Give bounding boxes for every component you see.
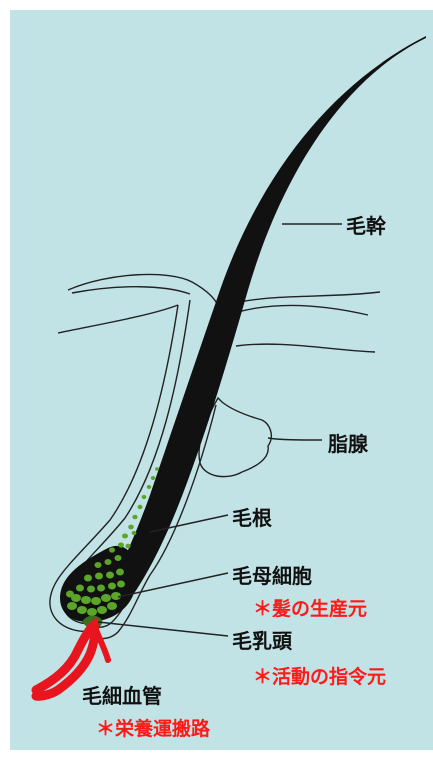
label-capillary: 毛細血管	[82, 680, 162, 709]
skin-line-5	[238, 306, 368, 315]
label-hair-root: 毛根	[232, 502, 272, 531]
skin-line-4	[240, 292, 380, 302]
label-dermal-papilla: 毛乳頭	[232, 625, 292, 654]
skin-line-2	[72, 287, 190, 294]
gland-leader-line	[268, 438, 322, 440]
note-matrix: ＊髪の生産元	[253, 594, 367, 621]
note-papilla: ＊活動の指令元	[253, 662, 386, 689]
label-shaft: 毛幹	[346, 210, 386, 239]
label-hair-matrix-cells: 毛母細胞	[232, 560, 312, 589]
skin-line-6	[236, 344, 375, 352]
papilla-leader-line	[98, 622, 228, 636]
note-capillary: ＊栄養運搬路	[96, 714, 210, 741]
label-sebaceous-gland: 脂腺	[328, 428, 368, 457]
skin-line-3	[58, 305, 178, 333]
